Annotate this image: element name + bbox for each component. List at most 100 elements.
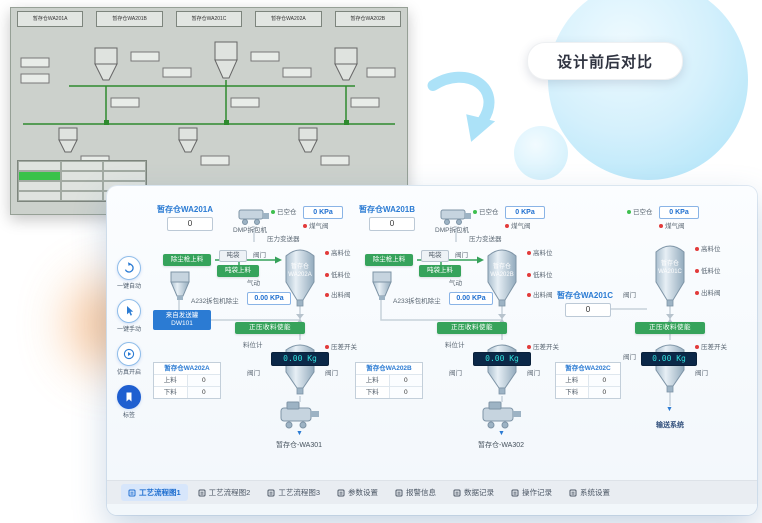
- dust-feed-button[interactable]: 除尘枪上料: [365, 254, 413, 266]
- tab-label: 操作记录: [522, 488, 553, 497]
- level-gauge-label: 料位计: [243, 342, 263, 349]
- old-status-box: 暂存仓WA202A: [255, 11, 322, 27]
- tab-label: 数据记录: [464, 488, 495, 497]
- silo-code: WA201C: [658, 269, 682, 275]
- tab-label: 工艺流程图2: [208, 488, 251, 497]
- silo-title: 暂存仓WA201A: [157, 205, 214, 214]
- process-flow-area: 暂存仓WA201A 0 DMP拆包机 已空仓 0 KPa 煤气阀 压力变送器 暂…: [151, 190, 755, 478]
- up-feed-label: 上料: [565, 377, 579, 384]
- silo-code: WA202B: [490, 272, 513, 278]
- settings-icon: [337, 489, 345, 496]
- positive-pressure-enable-button[interactable]: 正压收料使能: [635, 322, 705, 334]
- valve-label: 阀门: [527, 370, 540, 377]
- pressure-readout: 0 KPa: [303, 206, 343, 219]
- destination-label: 暂存仓-WA302: [477, 442, 525, 449]
- from-tank-box: 来自发送罐 DW101: [153, 310, 211, 330]
- silo-title: 暂存仓WA201C: [557, 291, 614, 300]
- tab-flow-diagram-2[interactable]: 工艺流程图2: [191, 484, 258, 501]
- dust-collector-hopper: [170, 271, 190, 300]
- valve-label: 阀门: [253, 252, 266, 259]
- bookmark-icon: [117, 385, 141, 409]
- sidebar-item-bookmark[interactable]: 标签: [117, 385, 141, 419]
- dust-feed-button[interactable]: 除尘枪上料: [163, 254, 211, 266]
- tab-label: 工艺流程图1: [139, 488, 181, 497]
- tab-label: 参数设置: [348, 488, 379, 497]
- valve-label: 阀门: [247, 370, 260, 377]
- valve-label: 阀门: [623, 292, 636, 299]
- tab-flow-diagram-3[interactable]: 工艺流程图3: [260, 484, 327, 501]
- level-gauge-label: 料位计: [445, 342, 465, 349]
- unpacker-machine-icon: [238, 209, 269, 225]
- transmitter-label: 压力变送器: [267, 236, 300, 243]
- positive-pressure-enable-button[interactable]: 正压收料使能: [235, 322, 305, 334]
- machine-label: DMP拆包机: [233, 227, 267, 234]
- up-feed-value: 0: [186, 375, 220, 386]
- diff-pressure-switch-label: 压差开关: [325, 344, 357, 352]
- up-feed-value: 0: [388, 375, 422, 386]
- pressure-readout: 0 KPa: [505, 206, 545, 219]
- weigh-hopper: [655, 344, 685, 393]
- machine-label: DMP拆包机: [435, 227, 469, 234]
- sidebar-item-manual[interactable]: 一键手动: [116, 299, 141, 333]
- tab-label: 系统设置: [580, 488, 611, 497]
- old-table-highlight-cell: [18, 171, 61, 181]
- tab-alarm-info[interactable]: 报警信息: [388, 484, 443, 501]
- down-feed-value: 0: [587, 387, 620, 398]
- sidebar-item-simulation[interactable]: 仿真开启: [116, 342, 141, 376]
- tab-flow-diagram-1[interactable]: 工艺流程图1: [121, 484, 188, 501]
- tab-data-records[interactable]: 数据记录: [446, 484, 501, 501]
- diff-pressure-switch-label: 压差开关: [527, 344, 559, 352]
- alarm-icon: [395, 489, 403, 496]
- bottom-tab-bar: 工艺流程图1 工艺流程图2 工艺流程图3 参数设置 报警信息 数据记录: [107, 480, 757, 504]
- up-feed-value: 0: [587, 375, 620, 386]
- sidebar-item-label: 一键自动: [116, 284, 141, 290]
- simulation-icon: [116, 342, 141, 366]
- gas-valve-label: 煤气阀: [505, 223, 531, 231]
- valve-label: 阀门: [623, 354, 636, 361]
- valve-label: 阀门: [695, 370, 708, 377]
- tab-label: 报警信息: [406, 488, 437, 497]
- from-tank-label: 来自发送罐: [165, 312, 199, 319]
- from-tank-code: DW101: [171, 320, 193, 327]
- silo-level-value: 0: [369, 217, 415, 231]
- storage-silo: 暂存仓 WA202B: [487, 249, 517, 307]
- discharge-valve-label: 出料阀: [527, 292, 553, 300]
- bag-feed-button[interactable]: 吨袋上料: [419, 265, 461, 277]
- pressure-readout: 0 KPa: [659, 206, 699, 219]
- bag-feed-button[interactable]: 吨袋上料: [217, 265, 259, 277]
- info-title: 暂存仓WA202B: [356, 363, 422, 375]
- weigh-hopper: [285, 344, 315, 395]
- system-settings-icon: [569, 489, 577, 496]
- tab-system-settings[interactable]: 系统设置: [562, 484, 617, 501]
- dust-pressure-readout: 0.00 KPa: [449, 292, 493, 305]
- silo-name: 暂存仓: [493, 262, 511, 270]
- flow-down-arrow-icon: ▼: [296, 430, 303, 437]
- silo-level-value: 0: [565, 303, 611, 317]
- auto-mode-icon: [116, 256, 141, 280]
- unpacker-machine-icon: [440, 209, 471, 225]
- sidebar-item-auto[interactable]: 一键自动: [116, 256, 141, 290]
- decor-circle-small: [514, 126, 568, 180]
- decor-circle-large: [548, 0, 748, 180]
- silo-level-value: 0: [167, 217, 213, 231]
- data-records-icon: [453, 489, 461, 496]
- high-level-label: 高料位: [325, 250, 351, 258]
- storage-silo: 暂存仓 WA201C: [655, 245, 685, 307]
- manual-mode-icon: [116, 299, 141, 323]
- silo-name: 暂存仓: [291, 262, 309, 270]
- tab-operation-records[interactable]: 操作记录: [504, 484, 559, 501]
- station-wa201b: 暂存仓WA201B 0 DMP拆包机 已空仓 0 KPa 煤气阀 压力变送器 暂…: [353, 194, 559, 456]
- before-after-arrow-icon: [415, 59, 521, 165]
- flow-diagram-icon: [198, 489, 206, 496]
- up-feed-label: 上料: [365, 377, 379, 384]
- tab-parameter-settings[interactable]: 参数设置: [330, 484, 385, 501]
- old-status-box: 暂存仓WA202B: [334, 11, 402, 27]
- comparison-caption: 设计前后对比: [527, 42, 683, 80]
- ton-bag-box: 吨袋: [421, 250, 449, 262]
- positive-pressure-enable-button[interactable]: 正压收料使能: [437, 322, 507, 334]
- station-wa201a: 暂存仓WA201A 0 DMP拆包机 已空仓 0 KPa 煤气阀 压力变送器 暂…: [151, 194, 357, 456]
